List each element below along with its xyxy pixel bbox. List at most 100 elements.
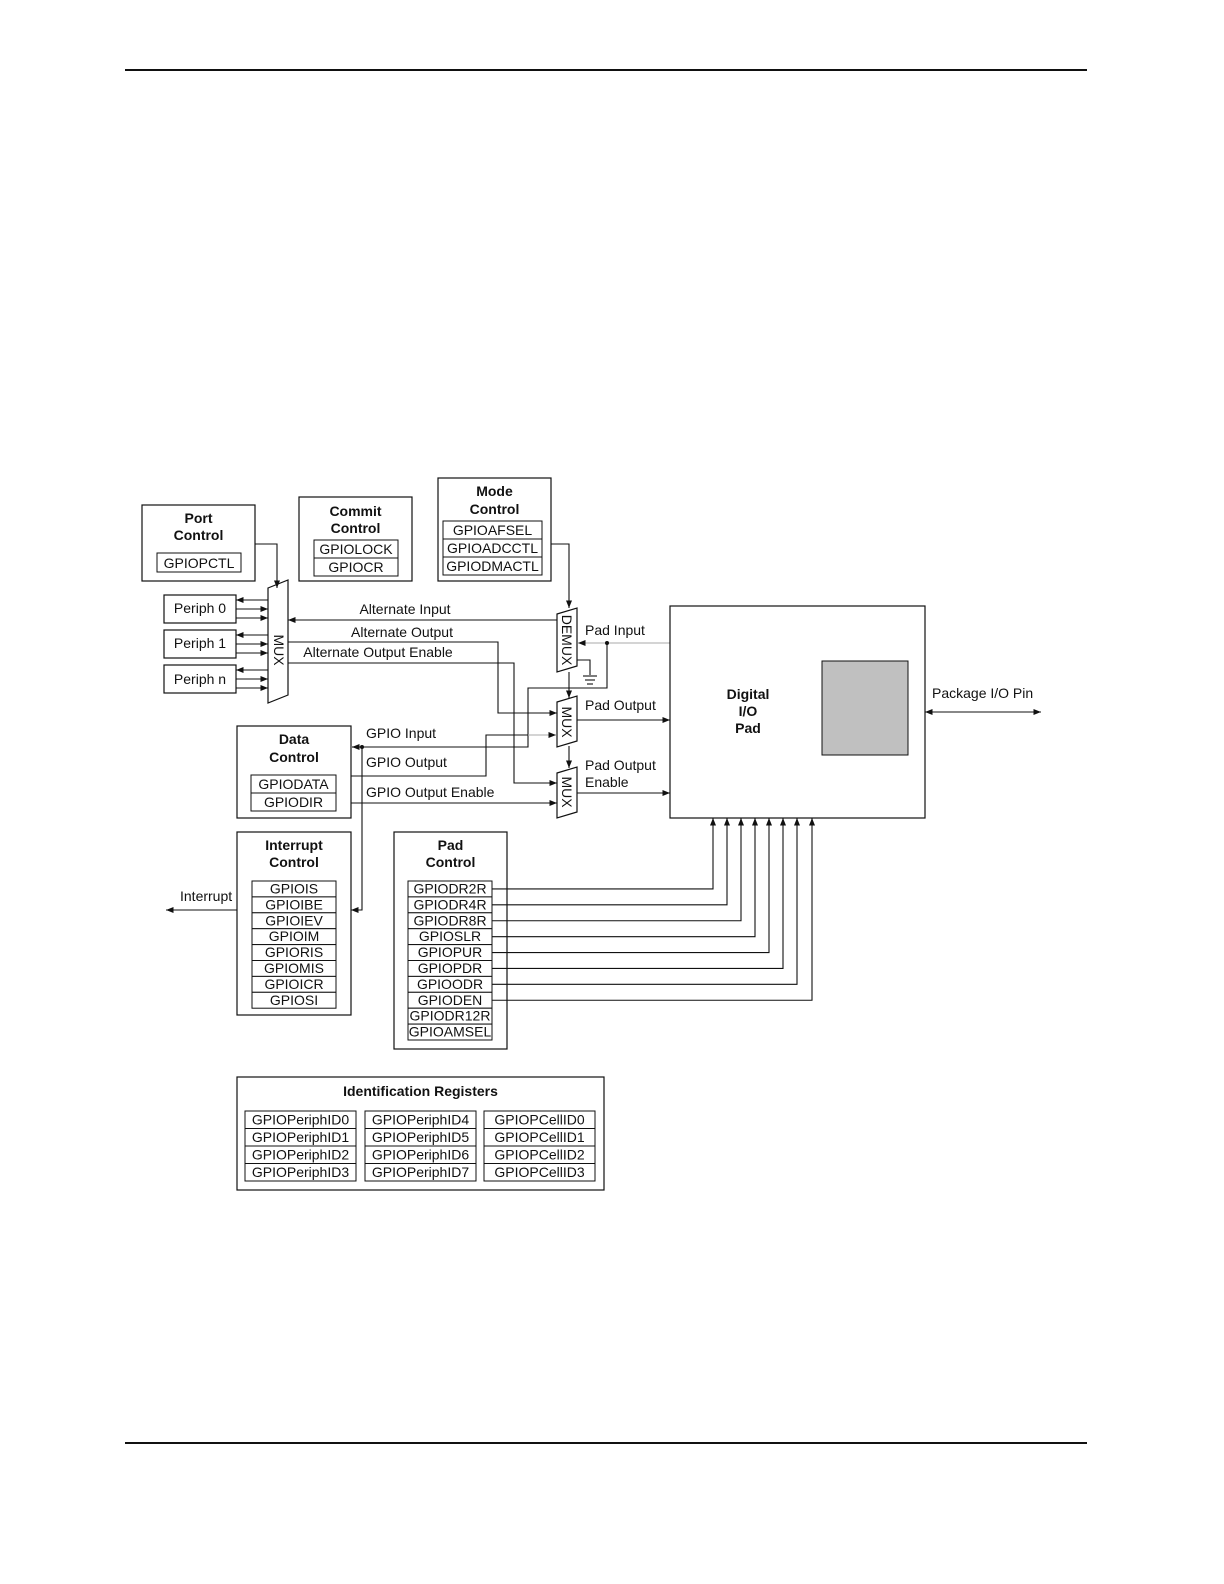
digital-pad-title-2: I/O	[739, 703, 758, 719]
register-gpioim: GPIOIM	[269, 928, 320, 944]
pad-wire-gpiopur	[492, 818, 773, 954]
gpio-output-label: GPIO Output	[366, 754, 447, 770]
identification-title: Identification Registers	[343, 1083, 498, 1099]
gpio-output-enable-label: GPIO Output Enable	[366, 784, 495, 800]
register-box-gpioperiphid7	[364, 1163, 477, 1182]
register-box-gpioperiphid3	[244, 1163, 357, 1182]
register-gpiopdr: GPIOPDR	[418, 960, 483, 976]
interrupt-control-block: Interrupt Control GPIOISGPIOIBEGPIOIEVGP…	[236, 831, 352, 1016]
register-gpiopur: GPIOPUR	[418, 944, 483, 960]
register-gpioperiphid5: GPIOPeriphID5	[372, 1129, 469, 1145]
periph-0-label: Periph 0	[174, 600, 226, 616]
register-box-gpiosi	[251, 991, 337, 1009]
pad-control-title-2: Control	[426, 854, 476, 870]
output-enable-mux: MUX	[556, 766, 578, 819]
pad-circuit-block	[821, 660, 909, 756]
pad-wire-gpiodr4r	[492, 818, 731, 906]
pad-wire-gpioden	[492, 818, 816, 1001]
register-gpiopcellid3: GPIOPCellID3	[494, 1164, 584, 1180]
digital-io-pad: Digital I/O Pad	[669, 605, 926, 819]
package-pin-label: Package I/O Pin	[932, 685, 1033, 701]
register-gpioslr: GPIOSLR	[419, 928, 481, 944]
demux: DEMUX	[556, 607, 578, 673]
digital-pad-title-1: Digital	[727, 686, 770, 702]
register-gpiodata: GPIODATA	[258, 776, 329, 792]
register-gpiopcellid2: GPIOPCellID2	[494, 1147, 584, 1163]
commit-control-title-2: Control	[331, 520, 381, 536]
pad-output-signals: Pad Output Pad Output Enable	[577, 697, 670, 797]
register-gpiopcellid1: GPIOPCellID1	[494, 1129, 584, 1145]
pad-control-block: Pad Control GPIODR2RGPIODR4RGPIODR8RGPIO…	[393, 831, 508, 1050]
pad-wire-gpiodr8r	[492, 818, 745, 922]
interrupt-control-title-1: Interrupt	[265, 837, 323, 853]
mode-control-block: Mode Control GPIOAFSEL GPIOADCCTL GPIODM…	[437, 477, 552, 582]
register-gpioris: GPIORIS	[265, 944, 323, 960]
peripheral-blocks: Periph 0 Periph 1 Periph n	[163, 594, 237, 694]
register-gpioibe: GPIOIBE	[265, 896, 323, 912]
pad-control-wires	[492, 818, 816, 1001]
register-gpioden: GPIODEN	[418, 992, 483, 1008]
register-gpioperiphid4: GPIOPeriphID4	[372, 1112, 469, 1128]
pad-control-title-1: Pad	[438, 837, 464, 853]
data-control-block: Data Control GPIODATA GPIODIR	[236, 725, 352, 819]
interrupt-control-title-2: Control	[269, 854, 319, 870]
register-gpiois: GPIOIS	[270, 881, 318, 897]
pad-wire-gpiodr2r	[492, 818, 717, 890]
pad-wire-gpiopdr	[492, 818, 787, 970]
register-gpiolock: GPIOLOCK	[319, 541, 393, 557]
pad-input-signal: Pad Input	[352, 622, 670, 751]
port-mux: MUX	[267, 579, 289, 704]
identification-registers-block: Identification Registers GPIOPeriphID0GP…	[236, 1076, 605, 1191]
register-gpioicr: GPIOICR	[264, 976, 323, 992]
alternate-input-label: Alternate Input	[359, 601, 450, 617]
alternate-output-enable-label: Alternate Output Enable	[303, 644, 453, 660]
register-gpioperiphid0: GPIOPeriphID0	[252, 1112, 349, 1128]
register-gpioodr: GPIOODR	[417, 976, 483, 992]
register-box-gpiopcellid3	[483, 1163, 596, 1182]
register-gpiomis: GPIOMIS	[264, 960, 324, 976]
port-control-title-2: Control	[174, 527, 224, 543]
commit-control-block: Commit Control GPIOLOCK GPIOCR	[298, 496, 413, 582]
pad-wire-gpioslr	[492, 818, 759, 938]
peripheral-connections	[236, 596, 268, 692]
register-gpioafsel: GPIOAFSEL	[453, 522, 533, 538]
alternate-output-label: Alternate Output	[351, 624, 453, 640]
mode-control-title-1: Mode	[476, 483, 513, 499]
register-gpioamsel: GPIOAMSEL	[409, 1024, 492, 1040]
mode-control-title-2: Control	[470, 501, 520, 517]
register-gpiodr2r: GPIODR2R	[413, 881, 486, 897]
register-gpioiev: GPIOIEV	[265, 912, 323, 928]
demux-label: DEMUX	[559, 615, 575, 666]
register-gpiodr12r: GPIODR12R	[410, 1008, 491, 1024]
interrupt-label: Interrupt	[180, 888, 232, 904]
pad-input-label: Pad Input	[585, 622, 645, 638]
data-control-title-2: Control	[269, 749, 319, 765]
output-enable-mux-label: MUX	[559, 776, 575, 808]
register-gpioadcctl: GPIOADCCTL	[447, 540, 538, 556]
pad-output-enable-label-2: Enable	[585, 774, 629, 790]
digital-pad-title-3: Pad	[735, 720, 761, 736]
mode-control-select-wire	[551, 543, 573, 608]
register-gpiodr4r: GPIODR4R	[413, 896, 486, 912]
port-control-block: Port Control GPIOPCTL	[141, 504, 256, 582]
pad-output-enable-label-1: Pad Output	[585, 757, 656, 773]
register-gpiodr8r: GPIODR8R	[413, 912, 486, 928]
periph-n-label: Periph n	[174, 671, 226, 687]
port-mux-label: MUX	[271, 634, 287, 666]
port-control-title-1: Port	[185, 510, 213, 526]
port-control-select-wire	[255, 543, 281, 588]
commit-control-title-1: Commit	[329, 503, 381, 519]
register-gpioperiphid2: GPIOPeriphID2	[252, 1147, 349, 1163]
register-gpiopcellid0: GPIOPCellID0	[494, 1112, 584, 1128]
output-mux-label: MUX	[559, 706, 575, 738]
periph-1-label: Periph 1	[174, 635, 226, 651]
output-mux: MUX	[556, 695, 578, 748]
register-gpioperiphid7: GPIOPeriphID7	[372, 1164, 469, 1180]
register-gpioperiphid6: GPIOPeriphID6	[372, 1147, 469, 1163]
gpio-input-label: GPIO Input	[366, 725, 436, 741]
register-gpiosi: GPIOSI	[270, 992, 318, 1008]
package-pin-signal: Package I/O Pin	[925, 685, 1041, 716]
register-gpioperiphid1: GPIOPeriphID1	[252, 1129, 349, 1145]
pad-output-label: Pad Output	[585, 697, 656, 713]
